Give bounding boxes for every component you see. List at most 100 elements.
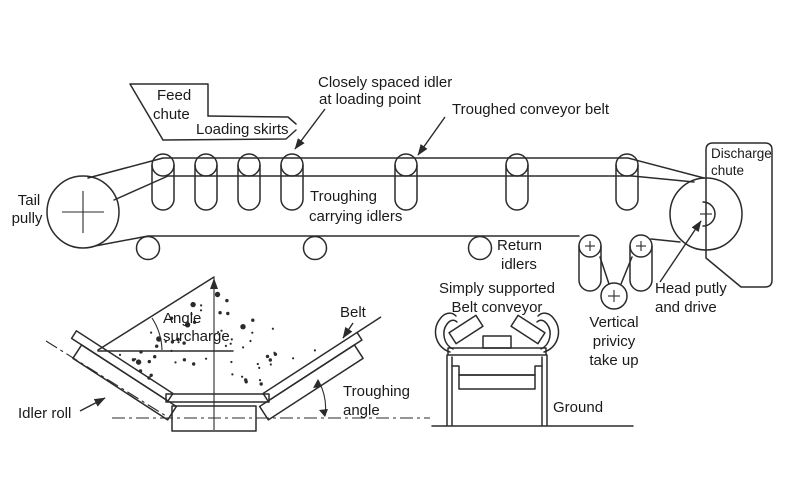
stand-horn-left-outer [434, 312, 457, 353]
label-ground: Ground [553, 399, 603, 416]
simply-supported-stand [434, 312, 560, 426]
belt-arrow [342, 322, 354, 339]
material-dot [265, 354, 270, 359]
label-vertical-takeup: Vertical [589, 314, 638, 331]
label-head-pulley-drive: and drive [655, 299, 717, 316]
takeup-snub-body [629, 245, 653, 292]
idler-roll-right [258, 344, 364, 421]
material-dot [139, 350, 143, 354]
material-dot [164, 340, 167, 343]
label-closely-spaced-idler: at loading point [319, 91, 422, 108]
material-dot [241, 375, 244, 378]
material-dot [135, 359, 142, 365]
material-dot [182, 358, 187, 362]
carrying-idler-cap [615, 153, 639, 177]
label-troughing-angle: angle [343, 402, 380, 419]
label-discharge-chute: Discharge [711, 146, 772, 161]
material-dot [182, 341, 186, 345]
material-dot [192, 362, 196, 366]
tail-pulley [46, 175, 120, 249]
discharge-chute-outline [705, 142, 773, 288]
material-dot [155, 344, 159, 348]
material-dot [273, 352, 278, 356]
feed-chute [129, 83, 297, 141]
carrying-idler-cap [394, 153, 418, 177]
tail-pulley-circle [46, 175, 120, 249]
surcharge-apex-arrowhead [210, 278, 218, 289]
material-dot [258, 366, 261, 369]
material-dot [200, 304, 203, 307]
material-dot [205, 357, 208, 360]
label-discharge-chute: chute [711, 163, 744, 178]
label-simply-supported: Belt conveyor [452, 299, 543, 316]
material-dot [170, 349, 173, 352]
material-dot [269, 363, 272, 366]
label-vertical-takeup: take up [589, 352, 638, 369]
belt-center-flat [165, 393, 270, 403]
material-dot [174, 361, 177, 364]
stand-wing-idler-left [448, 314, 484, 345]
carrying-idler-cap [194, 153, 218, 177]
material-dot [150, 331, 153, 334]
label-angle-surcharge: Angle [163, 310, 201, 327]
material-dot [251, 331, 254, 334]
material-dot [256, 362, 259, 366]
closely-spaced-arrow [294, 108, 326, 150]
leader-arrows [79, 108, 702, 412]
material-dot [214, 291, 221, 298]
material-dot [169, 316, 174, 320]
material-dot [131, 358, 136, 362]
label-vertical-takeup: privicy [593, 333, 636, 350]
material-dot [118, 353, 122, 356]
material-dot [199, 309, 203, 312]
material-dot [217, 331, 220, 334]
material-dot [229, 342, 232, 345]
head-pulley-arrow [659, 220, 702, 283]
material-dot [240, 324, 246, 330]
material-dot [271, 327, 274, 330]
label-loading-skirts: Loading skirts [196, 121, 289, 138]
label-troughing-carrying-idlers: Troughing [310, 188, 377, 205]
label-tail-pulley: pully [12, 210, 43, 227]
material-dot [231, 373, 234, 376]
carrying-idler-body [151, 164, 175, 211]
takeup-pulley-circle [600, 282, 628, 310]
material-dot [313, 349, 316, 352]
material-dot [226, 311, 230, 316]
material-dot [190, 301, 196, 308]
material-dot [220, 329, 223, 332]
surcharge-triangle-lines [97, 276, 234, 352]
label-angle-surcharge: surcharge [163, 328, 230, 345]
stand-horn-left-inner [443, 319, 458, 350]
label-idler-roll: Idler roll [18, 405, 71, 422]
right-wing [258, 316, 382, 421]
label-troughing-carrying-idlers: carrying idlers [309, 208, 402, 225]
loading-skirts-lines [162, 115, 297, 141]
material-dot [192, 320, 197, 324]
material-dot [176, 337, 180, 342]
carrying-idler-body [194, 164, 218, 211]
label-tail-pulley: Tail [18, 192, 41, 209]
material-dot [251, 318, 255, 322]
carrying-idler-cap [505, 153, 529, 177]
material-dot [268, 358, 272, 362]
return-idler-circle [302, 235, 328, 261]
takeup-snub-cap [629, 234, 653, 258]
material-dot [292, 357, 295, 360]
belt-under-line [113, 175, 695, 201]
stand-horn-right-outer [537, 312, 560, 353]
labels: Tail pully Feed chute Loading skirts Clo… [12, 74, 772, 422]
stand-beam [458, 374, 536, 390]
stand-center-idler [482, 335, 512, 349]
carrying-idler-body [280, 164, 304, 211]
stand-wing-idler-right [510, 314, 546, 345]
material-dot [225, 298, 229, 303]
idler-roll-arrow [79, 397, 106, 412]
carrying-idler-body [237, 164, 261, 211]
material-dot [138, 369, 143, 373]
material-dot [177, 341, 180, 344]
stand-legs [446, 354, 548, 426]
label-feed-chute: chute [153, 106, 190, 123]
return-idler-circle [467, 235, 493, 261]
